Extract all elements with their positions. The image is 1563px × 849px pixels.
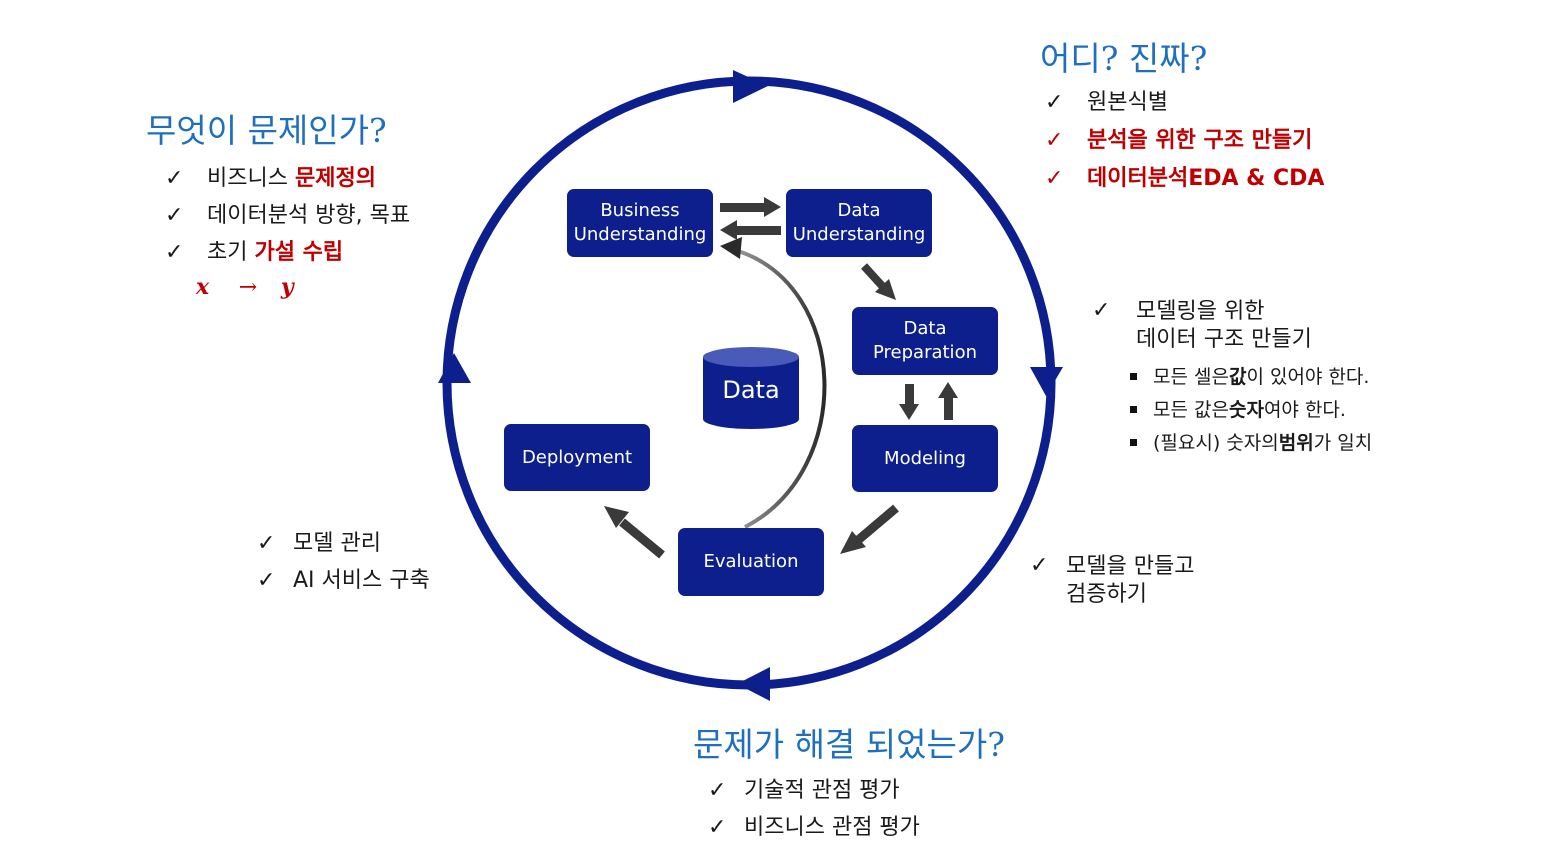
- business-understanding-box[interactable]: Business Understanding: [567, 189, 713, 257]
- ring-arrow-left-icon: [438, 353, 471, 383]
- top-left-list: ✓ 비즈니스 문제정의 ✓ 데이터분석 방향, 목표 ✓ 초기 가설 수립: [165, 160, 410, 271]
- data-store-label: Data: [722, 376, 780, 404]
- item-text: 비즈니스 관점 평가: [744, 815, 920, 840]
- bottom-list: ✓ 기술적 관점 평가 ✓ 비즈니스 관점 평가: [708, 772, 920, 846]
- check-icon: ✓: [257, 531, 276, 556]
- right-mid-line2: 데이터 구조 만들기: [1136, 327, 1312, 352]
- deployment-label: Deployment: [521, 446, 633, 468]
- arrow-eval-deploy-head-icon: [604, 506, 629, 528]
- formula-arrow-icon: →: [238, 275, 258, 300]
- item-text: 기술적 관점 평가: [744, 778, 900, 803]
- modeling-box[interactable]: Modeling: [852, 425, 998, 492]
- data-preparation-box[interactable]: Data Preparation: [852, 307, 998, 375]
- item-text: 모델 관리: [293, 531, 381, 556]
- left-low-list: ✓ 모델 관리 ✓ AI 서비스 구축: [257, 525, 430, 599]
- check-icon: ✓: [1092, 298, 1111, 323]
- arrow-up-head-icon: [938, 382, 958, 398]
- item-text: AI 서비스 구축: [293, 568, 430, 593]
- return-arc-arrow-icon: [720, 237, 742, 259]
- arrow-du-dp: [861, 263, 887, 291]
- right-low-block: ✓ 모델을 만들고 검증하기: [1030, 553, 1194, 609]
- formula-x-to-y: x → y: [196, 274, 294, 300]
- right-low-line1: 모델을 만들고: [1066, 554, 1195, 579]
- check-icon: ✓: [1045, 90, 1064, 115]
- square-bullet-icon: [1130, 439, 1137, 446]
- arrow-right-head-icon: [764, 197, 781, 217]
- evaluation-label: Evaluation: [703, 551, 799, 572]
- data-understanding-box[interactable]: Data Understanding: [786, 189, 932, 257]
- top-right-list: ✓ 원본식별 ✓ 분석을 위한 구조 만들기 ✓ 데이터분석EDA & CDA: [1045, 84, 1324, 198]
- arrow-left-shaft: [735, 226, 781, 235]
- data-preparation-line1: Data: [903, 318, 947, 339]
- data-understanding-line2: Understanding: [792, 224, 926, 245]
- arrow-mod-eval-head-icon: [840, 531, 866, 554]
- business-understanding-line2: Understanding: [573, 224, 707, 245]
- list-item: ✓ 모델 관리: [257, 525, 430, 562]
- arrow-down-head-icon: [899, 404, 919, 420]
- list-item: ✓ 비즈니스 관점 평가: [708, 809, 920, 846]
- check-icon: ✓: [708, 778, 727, 803]
- list-item: ✓ 분석을 위한 구조 만들기: [1045, 122, 1324, 160]
- evaluation-box[interactable]: Evaluation: [678, 528, 824, 596]
- arrow-down-shaft: [905, 384, 914, 406]
- arrow-left-head-icon: [720, 220, 737, 240]
- check-icon: ✓: [1045, 128, 1064, 153]
- item-text: 데이터분석 방향, 목표: [207, 203, 411, 228]
- arrow-right-shaft: [720, 203, 766, 212]
- formula-y: y: [280, 274, 294, 300]
- item-text: 비즈니스 문제정의: [207, 166, 376, 191]
- arrow-up-shaft: [944, 398, 953, 420]
- bottom-heading: 문제가 해결 되었는가?: [693, 725, 1005, 764]
- list-item: ✓ 데이터분석 방향, 목표: [165, 197, 410, 234]
- ring-arrow-bottom-icon: [737, 667, 770, 701]
- top-left-heading: 무엇이 문제인가?: [146, 111, 387, 150]
- arrow-eval-deploy: [619, 518, 665, 559]
- data-understanding-line1: Data: [837, 200, 881, 221]
- check-icon: ✓: [165, 203, 184, 228]
- ring-arrow-top-icon: [733, 70, 768, 103]
- list-item: ✓ 초기 가설 수립: [165, 234, 410, 271]
- right-low-line2: 검증하기: [1066, 582, 1147, 607]
- check-icon: ✓: [1045, 166, 1064, 191]
- ring-arrow-right-icon: [1030, 367, 1063, 396]
- check-icon: ✓: [165, 166, 184, 191]
- business-understanding-line1: Business: [600, 200, 680, 221]
- data-preparation-line2: Preparation: [873, 342, 977, 363]
- item-text: 원본식별: [1087, 90, 1168, 115]
- right-mid-line1: 모델링을 위한: [1136, 299, 1265, 324]
- square-bullet-icon: [1130, 406, 1137, 413]
- list-item: ✓ 기술적 관점 평가: [708, 772, 920, 809]
- list-item: ✓ AI 서비스 구축: [257, 562, 430, 599]
- list-item: 모든 값은 숫자 여야 한다.: [1130, 395, 1372, 428]
- square-bullet-icon: [1130, 373, 1137, 380]
- check-icon: ✓: [165, 240, 184, 265]
- return-arc: [734, 248, 827, 529]
- list-item: ✓ 데이터분석EDA & CDA: [1045, 160, 1324, 198]
- top-right-heading: 어디? 진짜?: [1040, 39, 1208, 78]
- modeling-label: Modeling: [884, 447, 966, 469]
- item-text: 데이터분석EDA & CDA: [1087, 166, 1325, 191]
- list-item: ✓ 원본식별: [1045, 84, 1324, 122]
- list-item: ✓ 비즈니스 문제정의: [165, 160, 410, 197]
- deployment-box[interactable]: Deployment: [504, 424, 650, 491]
- formula-x: x: [196, 274, 210, 300]
- data-cylinder-icon: [703, 347, 799, 429]
- arrow-du-dp-head-icon: [875, 279, 896, 300]
- item-text: 분석을 위한 구조 만들기: [1087, 128, 1313, 153]
- check-icon: ✓: [257, 568, 276, 593]
- item-text: 초기 가설 수립: [207, 240, 344, 265]
- check-icon: ✓: [1030, 553, 1049, 578]
- check-icon: ✓: [708, 815, 727, 840]
- arrow-mod-eval: [854, 504, 899, 545]
